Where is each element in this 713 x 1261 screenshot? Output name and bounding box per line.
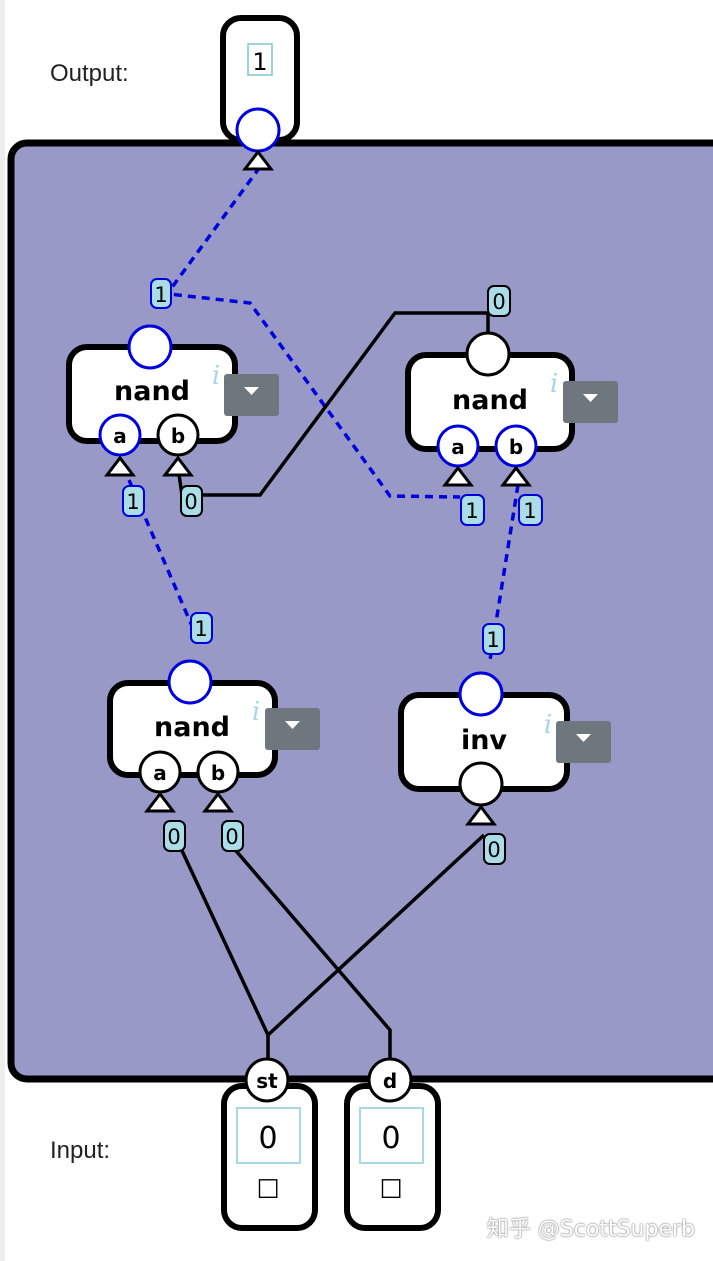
chevron-down-icon: [583, 394, 598, 402]
gate-inv1-title: inv: [461, 725, 507, 756]
output-value-box: [247, 43, 273, 76]
wire-value-badge: 1: [460, 494, 485, 526]
wire-value-badge: 0: [163, 820, 186, 852]
gate-nand1-output-port[interactable]: [127, 324, 173, 370]
chevron-down-icon: [244, 387, 259, 395]
svg-text:0: 0: [167, 825, 180, 849]
input-st-checkbox[interactable]: ☐: [256, 1175, 279, 1205]
chevron-down-icon: [576, 734, 591, 742]
output-port-arrow-icon: [241, 149, 275, 171]
output-box: 1: [220, 15, 300, 143]
input-st-value: 0: [258, 1121, 277, 1156]
gate-nand2-output-port[interactable]: [465, 331, 511, 377]
gate-nand1-b-arrow-icon: [161, 455, 195, 477]
gate-inv1-input-port[interactable]: [458, 761, 504, 807]
gate-nand1[interactable]: nand i a b: [66, 324, 279, 477]
input-d-box: 0 ☐: [344, 1083, 441, 1231]
input-d-value: 0: [381, 1121, 400, 1156]
gate-nand2-port-a-label: a: [451, 435, 465, 459]
gate-inv1[interactable]: inv i: [398, 671, 611, 826]
gate-nand3-a-arrow-icon: [143, 791, 177, 813]
gate-nand1-title: nand: [114, 376, 190, 407]
wire-value-badge: 0: [180, 485, 203, 517]
wire-value-badge: 0: [483, 833, 506, 865]
input-st-port-label: st: [256, 1069, 278, 1093]
gate-nand3[interactable]: nand i a b: [107, 659, 320, 813]
watermark: 知乎 @ScottSuperb: [486, 1217, 695, 1242]
wire-nand3-to-nand1a: [127, 479, 194, 627]
input-d-checkbox[interactable]: ☐: [379, 1175, 402, 1205]
gate-nand2-port-b-label: b: [509, 435, 523, 459]
circuit-board: [7, 139, 713, 1083]
svg-text:0: 0: [487, 838, 500, 862]
wire-st-to-inv: [266, 833, 486, 1037]
wire-value-badge: 1: [122, 485, 145, 517]
chevron-down-icon: [285, 721, 300, 729]
gate-nand1-port-b-label: b: [171, 424, 185, 448]
wire-value-badge: 1: [518, 494, 543, 526]
input-d-value-field[interactable]: [359, 1107, 424, 1164]
svg-text:1: 1: [126, 490, 139, 514]
svg-text:1: 1: [486, 628, 499, 652]
gate-nand1-port-a-label: a: [113, 424, 127, 448]
gate-nand1-dropdown-button[interactable]: [224, 374, 279, 416]
wire-d-to-nand3b: [229, 843, 392, 1062]
gate-nand3-info-icon[interactable]: i: [252, 697, 260, 727]
gate-nand1-port-a[interactable]: [98, 413, 142, 457]
svg-text:1: 1: [465, 499, 478, 523]
gate-nand3-output-port[interactable]: [167, 659, 213, 705]
gate-inv1-input-arrow-icon: [464, 804, 498, 826]
gate-inv1-dropdown-button[interactable]: [556, 721, 611, 763]
output-label: Output:: [50, 60, 129, 87]
output-value: 1: [252, 48, 267, 76]
output-port[interactable]: [235, 107, 281, 153]
gate-nand3-port-b-label: b: [211, 761, 225, 785]
gate-nand2-a-arrow-icon: [441, 465, 475, 487]
gate-inv1-info-icon[interactable]: i: [544, 710, 552, 740]
svg-text:1: 1: [154, 283, 167, 307]
left-edge-divider: [0, 0, 5, 1261]
gate-nand1-port-b[interactable]: [156, 413, 200, 457]
gate-nand2[interactable]: nand i a b: [405, 331, 618, 487]
wire-value-badge: 1: [190, 612, 213, 644]
gate-nand3-b-arrow-icon: [201, 791, 235, 813]
wire-value-badge: 1: [150, 278, 172, 309]
svg-text:0: 0: [225, 825, 238, 849]
svg-text:0: 0: [184, 490, 197, 514]
input-st-port[interactable]: st: [244, 1057, 290, 1103]
input-st-value-field[interactable]: [236, 1107, 301, 1164]
gate-nand3-dropdown-button[interactable]: [265, 708, 320, 750]
gate-nand2-info-icon[interactable]: i: [550, 369, 558, 399]
input-label: Input:: [50, 1137, 111, 1164]
svg-text:1: 1: [523, 499, 536, 523]
gate-inv1-output-port[interactable]: [458, 671, 504, 717]
wire-nand1-to-nand2a: [159, 291, 461, 499]
wire-value-badge: 1: [482, 623, 505, 655]
input-st-box: 0 ☐: [221, 1083, 318, 1231]
wire-value-badge: 0: [221, 820, 244, 852]
gate-nand1-info-icon[interactable]: i: [212, 361, 220, 391]
gate-nand1-a-arrow-icon: [103, 455, 137, 477]
svg-text:1: 1: [194, 617, 207, 641]
gate-nand3-port-a-label: a: [153, 761, 167, 785]
gate-nand3-title: nand: [154, 712, 230, 743]
input-d-port[interactable]: d: [367, 1057, 413, 1103]
wire-nand1-to-output: [168, 165, 262, 292]
wire-value-badge: 0: [487, 285, 511, 317]
gate-nand2-title: nand: [452, 385, 528, 416]
gate-nand2-dropdown-button[interactable]: [563, 381, 618, 423]
input-d-port-label: d: [383, 1069, 397, 1093]
svg-text:0: 0: [492, 290, 505, 314]
gate-nand2-b-arrow-icon: [499, 465, 533, 487]
